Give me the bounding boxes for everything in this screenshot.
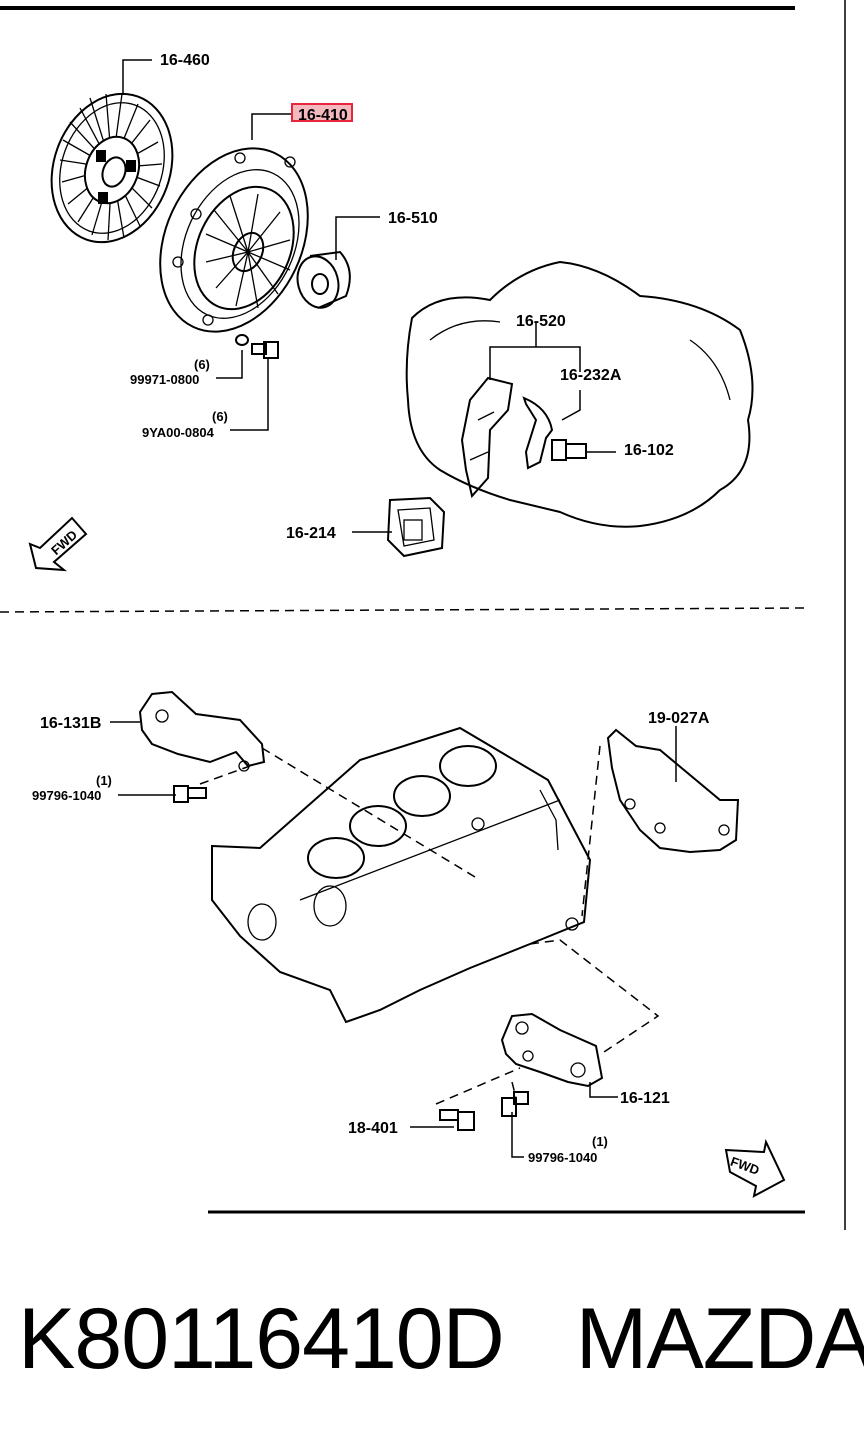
pivot-bolt bbox=[551, 439, 587, 461]
label-bracket-b-bolt: 99796-1040 bbox=[32, 788, 101, 803]
label-bolt2-part: 9YA00-0804 bbox=[142, 425, 215, 440]
label-plate: 19-027A bbox=[648, 710, 710, 727]
upper-leader-lines bbox=[122, 59, 616, 533]
fwd-arrow-upper: FWD bbox=[28, 516, 88, 572]
plate-19-027a bbox=[606, 728, 740, 854]
assembly-lines bbox=[199, 745, 660, 1105]
release-bearing bbox=[296, 250, 351, 309]
label-bracket-b: 16-131B bbox=[40, 715, 101, 732]
label-retaining-spring: 16-232A bbox=[560, 367, 622, 384]
caption: K80116410D MAZDA bbox=[18, 1290, 864, 1400]
clutch-disc bbox=[50, 92, 174, 244]
engine-block bbox=[211, 726, 592, 1024]
label-bolt1-qty: (6) bbox=[194, 357, 210, 372]
label-bolt-18401: 18-401 bbox=[348, 1120, 398, 1137]
clutch-cover bbox=[159, 147, 309, 333]
label-release-bearing: 16-510 bbox=[388, 210, 438, 227]
label-bracket-121-bolt: 99796-1040 bbox=[528, 1150, 597, 1165]
lower-leader-lines bbox=[110, 721, 677, 1158]
transmission-housing bbox=[405, 260, 754, 528]
retaining-spring bbox=[522, 396, 554, 470]
bracket-16-131b bbox=[138, 690, 266, 772]
part-number: K80116410D bbox=[18, 1291, 505, 1387]
fwd-arrow-lower: FWD bbox=[724, 1138, 786, 1198]
bracket-16-121 bbox=[500, 1012, 604, 1088]
label-clutch-disc: 16-460 bbox=[160, 52, 210, 69]
bracket-b-bolt bbox=[173, 785, 207, 803]
label-bracket-121: 16-121 bbox=[620, 1090, 670, 1107]
label-clutch-cover: 16-410 bbox=[298, 107, 348, 124]
label-bracket-121-bolt-qty: (1) bbox=[592, 1134, 608, 1149]
label-boot: 16-214 bbox=[286, 525, 336, 542]
release-fork bbox=[460, 376, 514, 499]
boot bbox=[386, 496, 446, 558]
section-divider bbox=[0, 607, 806, 613]
bracket-121-bolt bbox=[501, 1091, 529, 1117]
brand-name: MAZDA bbox=[575, 1291, 864, 1387]
label-bracket-b-bolt-qty: (1) bbox=[96, 773, 112, 788]
cover-bolt bbox=[235, 334, 279, 359]
label-bolt2-qty: (6) bbox=[212, 409, 228, 424]
label-pivot-bolt: 16-102 bbox=[624, 442, 674, 459]
label-release-fork: 16-520 bbox=[516, 313, 566, 330]
label-bolt1-part: 99971-0800 bbox=[130, 372, 199, 387]
bolt-18-401 bbox=[439, 1109, 475, 1131]
highlight-box bbox=[291, 103, 353, 122]
